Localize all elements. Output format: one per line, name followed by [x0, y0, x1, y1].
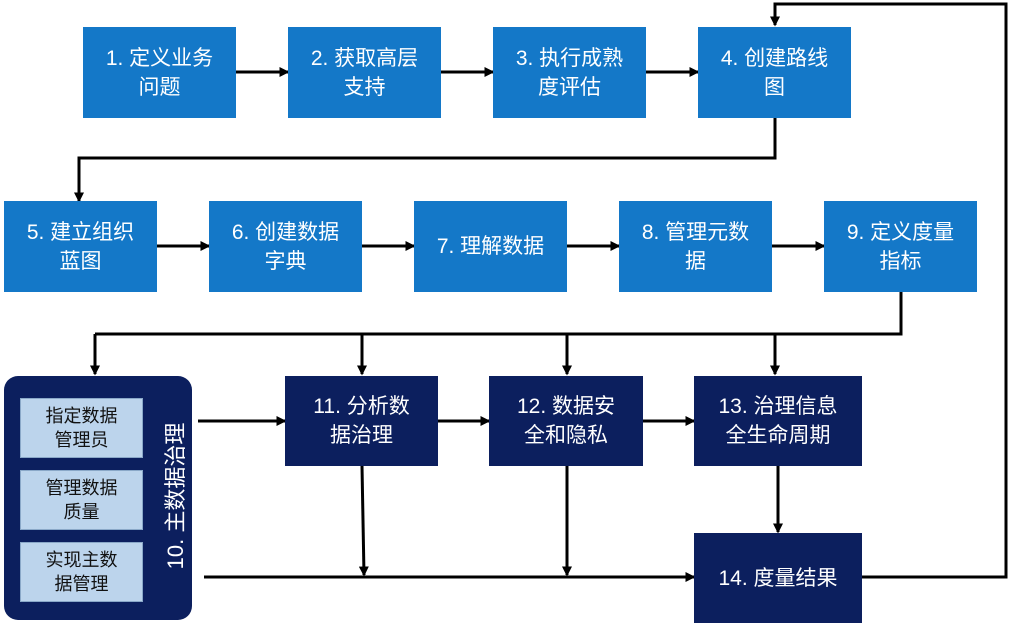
- step-3-maturity-assessment: 3. 执行成熟 度评估: [493, 27, 646, 118]
- group10-item-assign-data-stewards: 指定数据 管理员: [20, 398, 143, 458]
- connector-9-distribution: [95, 292, 903, 336]
- step-7-understand-data: 7. 理解数据: [414, 201, 567, 292]
- step-9-define-metrics: 9. 定义度量 指标: [824, 201, 977, 292]
- step-6-data-dictionary: 6. 创建数据 字典: [209, 201, 362, 292]
- arrow-14-loop-to-4: [770, 2, 1008, 579]
- arrow-11-down: [358, 465, 369, 577]
- step-13-info-lifecycle: 13. 治理信息 全生命周期: [694, 376, 862, 466]
- group-10-label: 10. 主数据治理: [163, 422, 188, 570]
- step-2-get-executive-support: 2. 获取高层 支持: [288, 27, 441, 118]
- step-4-create-roadmap: 4. 创建路线 图: [698, 27, 851, 118]
- group10-item-manage-data-quality: 管理数据 质量: [20, 470, 143, 530]
- arrow-4-5: [74, 118, 777, 203]
- step-14-measure-results: 14. 度量结果: [694, 533, 862, 623]
- group-10-master-data-governance: 指定数据 管理员 管理数据 质量 实现主数 据管理: [4, 376, 192, 620]
- step-5-org-blueprint: 5. 建立组织 蓝图: [4, 201, 157, 292]
- step-1-define-business-problem: 1. 定义业务 问题: [83, 27, 236, 118]
- group10-item-implement-mdm: 实现主数 据管理: [20, 542, 143, 602]
- step-12-security-privacy: 12. 数据安 全和隐私: [489, 376, 643, 466]
- step-8-manage-metadata: 8. 管理元数 据: [619, 201, 772, 292]
- step-11-analytics-governance: 11. 分析数 据治理: [285, 376, 438, 466]
